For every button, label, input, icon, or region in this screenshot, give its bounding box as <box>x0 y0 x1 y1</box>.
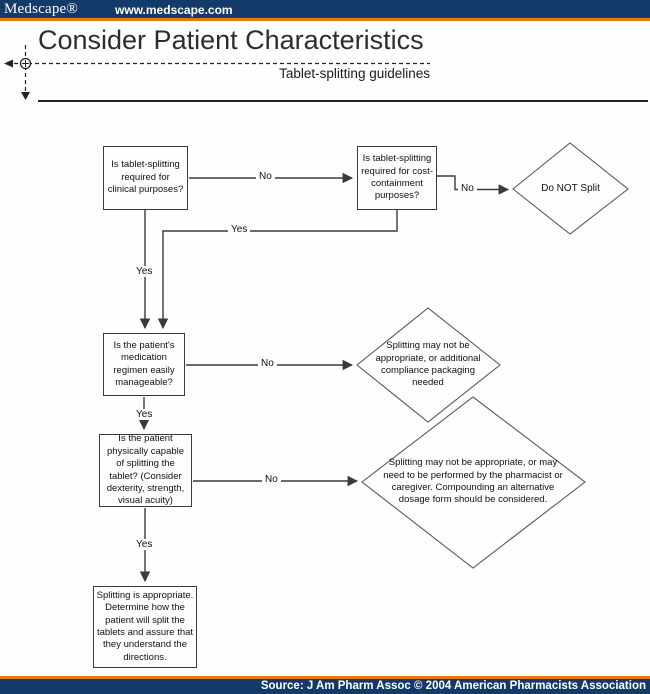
site-url: www.medscape.com <box>115 3 233 17</box>
edge-label-regimen-yes: Yes <box>133 409 156 420</box>
slide-subtitle: Tablet-splitting guidelines <box>279 66 430 81</box>
edge-label-clinical-yes: Yes <box>133 266 156 277</box>
edge-label-regimen-no: No <box>258 358 277 369</box>
diamond-do-not-split <box>512 142 629 235</box>
source-text: Source: J Am Pharm Assoc © 2004 American… <box>260 680 646 692</box>
edge-label-clinical-no: No <box>256 171 275 182</box>
dimension-arrow-left-icon <box>4 59 13 68</box>
header-accent-line <box>0 18 650 21</box>
diamond-label-compliance: Splitting may not be appropriate, or add… <box>375 340 481 389</box>
slide-title: Consider Patient Characteristics <box>38 25 424 55</box>
diamond-compliance <box>356 307 501 423</box>
edge-cost-to-regimen <box>157 210 398 330</box>
medscape-logo: Medscape® <box>4 1 79 17</box>
edge-label-capable-no: No <box>262 474 281 485</box>
terminal-box-appropriate: Splitting is appropriate. Determine how … <box>93 586 197 668</box>
diamond-pharmacist <box>361 396 586 569</box>
dimension-arrow-down-icon <box>21 92 30 100</box>
footer-bar <box>0 679 650 694</box>
decision-box-cost-containment: Is tablet-splitting required for cost-co… <box>357 146 437 210</box>
edge-label-cost-yes: Yes <box>228 224 251 235</box>
edge-label-capable-yes: Yes <box>133 539 156 550</box>
decision-box-capable: Is the patient physically capable of spl… <box>99 433 192 507</box>
edge-cost-to-donotsplit <box>437 175 510 195</box>
edge-label-cost-no: No <box>458 183 477 194</box>
decision-box-clinical: Is tablet-splitting required for clinica… <box>103 146 188 210</box>
footer-accent-line <box>0 676 650 679</box>
header-bar <box>0 0 650 18</box>
diamond-label-do-not-split: Do NOT Split <box>541 182 600 194</box>
diamond-label-pharmacist: Splitting may not be appropriate, or may… <box>383 457 563 506</box>
decision-box-regimen: Is the patient's medication regimen easi… <box>103 333 185 396</box>
